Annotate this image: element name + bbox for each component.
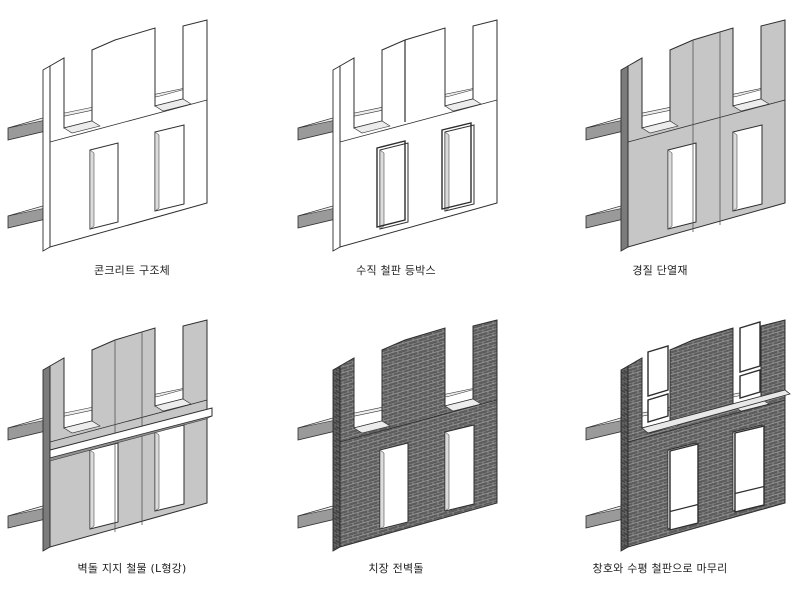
window-glazing [669,443,699,531]
panel-brick-support-angle [7,319,213,552]
floor-joint-line [627,99,786,143]
window-transom [734,485,765,495]
notch-sill [641,120,679,134]
opening-reveal [89,149,95,230]
wall-left-return [332,65,341,252]
steel-frame-box [376,140,406,228]
floor-joint-line [339,399,498,443]
notch-sill [353,120,391,134]
opening-reveal [379,449,385,530]
caption-facing-brick: 치장 전벽돌 [368,562,424,575]
window-glazing [739,321,761,373]
window-opening [444,424,475,512]
steel-frame-box [441,122,472,210]
floor-joint-line [49,399,208,443]
caption-windows-finish: 창호와 수평 철판으로 마무리 [592,562,728,575]
caption-vertical-steel-frames: 수직 철판 등박스 [356,264,436,277]
panel-vertical-steel-frames [297,19,498,252]
opening-reveal [379,149,385,230]
wall-left-return [42,65,51,252]
window-opening [444,124,475,212]
wall-left-return [332,365,341,552]
wall-left-return [620,65,629,252]
floor-joint-line [627,399,786,443]
notch-sill [63,120,101,134]
opening-reveal [89,449,95,530]
wall-left-return [42,365,51,552]
window-transom [669,503,699,513]
window-opening [732,124,763,212]
window-opening [154,424,185,512]
window-opening [154,124,185,212]
opening-reveal [444,431,450,512]
panel-windows-finish [585,319,791,552]
window-glazing [734,425,765,513]
panel-facing-brick [297,319,498,552]
opening-reveal [154,131,160,212]
panel-rigid-insulation [585,19,786,252]
caption-brick-support-angle: 벽돌 지지 철물 (L형강) [77,562,187,575]
opening-reveal [667,149,673,230]
caption-concrete-structure: 콘크리트 구조체 [94,264,170,277]
opening-reveal [732,131,738,212]
caption-rigid-insulation: 경질 단열재 [632,264,688,277]
panel-concrete-structure [7,19,208,252]
wall-left-return [620,365,629,552]
opening-reveal [444,131,450,212]
notch-sill [63,420,101,434]
window-glazing [647,393,669,423]
opening-reveal [154,431,160,512]
floor-joint-line [339,99,498,143]
window-glazing [739,369,761,399]
horizontal-steel-plate [641,389,791,434]
notch-sill [353,420,391,434]
window-glazing [647,345,669,397]
l-angle-shadow [49,415,213,462]
floor-joint-line [49,99,208,143]
